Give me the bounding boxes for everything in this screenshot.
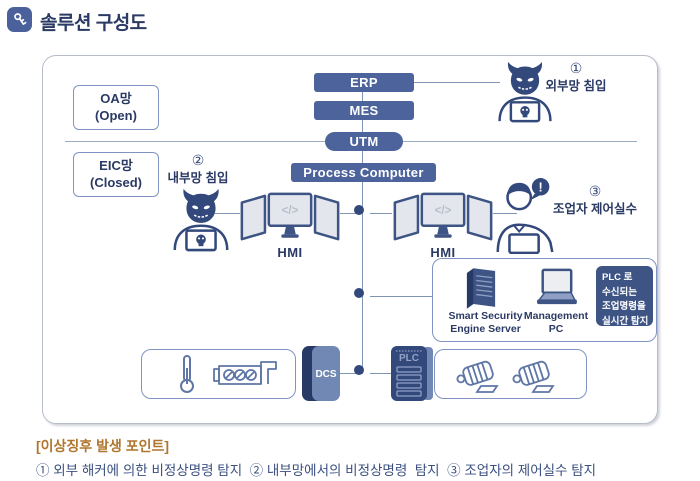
key-icon bbox=[7, 7, 32, 32]
bus-to-security-line bbox=[370, 296, 434, 297]
bus-connector-hmi bbox=[354, 205, 364, 215]
zone-eic-type: (Closed) bbox=[90, 174, 142, 190]
callout-line3: 조업명령을 bbox=[602, 301, 646, 313]
bus-connector-controllers bbox=[354, 365, 364, 375]
motor-icon-2 bbox=[511, 355, 559, 395]
zone-oa-type: (Open) bbox=[95, 107, 137, 123]
plc-detection-callout: PLC 로 수신되는 조업명령을 실시간 탐지 bbox=[596, 266, 653, 328]
zone-oa-name: OA망 bbox=[100, 91, 132, 107]
threat-1-label: ① 외부망 침입 bbox=[521, 59, 631, 95]
hmi-right-icon: </> bbox=[391, 192, 495, 244]
callout-line1: PLC 로 bbox=[602, 272, 633, 283]
hmi-right-label: HMI bbox=[430, 245, 456, 260]
external-hacker-icon bbox=[493, 59, 557, 123]
hacker-to-hmi-line bbox=[215, 213, 240, 214]
threat-3-number: ③ bbox=[588, 183, 602, 199]
motor-icon-1 bbox=[455, 355, 503, 395]
management-pc-icon bbox=[535, 268, 577, 306]
threat-2-label: ② 내부망 침입 bbox=[143, 151, 253, 187]
erp-to-hacker-line bbox=[414, 82, 500, 83]
hmi-left-label: HMI bbox=[277, 245, 303, 260]
process-computer-node: Process Computer bbox=[291, 163, 436, 182]
bus-to-plc-line bbox=[370, 373, 392, 374]
diagram-canvas: OA망 (Open) EIC망 (Closed) ERP MES UTM Pro… bbox=[42, 55, 658, 424]
utm-node: UTM bbox=[325, 132, 403, 151]
callout-line2: 수신되는 bbox=[602, 286, 637, 298]
bus-to-hmi-line bbox=[370, 213, 392, 214]
security-server-label-line1: Smart Security bbox=[448, 310, 523, 322]
callout-line4: 실시간 탐지 bbox=[602, 316, 649, 328]
center-bus-line bbox=[362, 76, 363, 374]
security-server-label: Smart Security Engine Server bbox=[433, 310, 538, 336]
dcs-to-bus-line bbox=[339, 373, 357, 374]
plc-tower-icon: PLC bbox=[390, 344, 434, 402]
threat-3-label: ③ 조업자 제어실수 bbox=[540, 182, 650, 218]
hmi-left-icon: </> bbox=[238, 192, 342, 244]
hmi-to-bus-line bbox=[340, 213, 356, 214]
page-title: 솔루션 구성도 bbox=[40, 13, 147, 34]
threat-2-text: 내부망 침입 bbox=[167, 170, 229, 185]
management-pc-label-line2: PC bbox=[548, 323, 564, 336]
field-sensors-box bbox=[141, 349, 296, 399]
security-server-label-line2: Engine Server bbox=[450, 323, 521, 336]
thermometer-icon bbox=[178, 354, 196, 394]
operator-icon: ! bbox=[490, 176, 562, 254]
bus-connector-security bbox=[354, 288, 364, 298]
threat-1-number: ① bbox=[569, 60, 583, 76]
extruder-machine-icon bbox=[212, 359, 278, 391]
zone-eic: EIC망 (Closed) bbox=[73, 152, 159, 197]
alert-mark: ! bbox=[538, 181, 542, 195]
internal-hacker-icon bbox=[168, 186, 234, 252]
management-pc-label-line1: Management bbox=[523, 310, 589, 322]
mes-node: MES bbox=[314, 101, 414, 120]
zone-oa: OA망 (Open) bbox=[73, 85, 159, 130]
anomaly-points-list: ① 외부 해커에 의한 비정상명령 탐지 ② 내부망에서의 비정상명령 탐지 ③… bbox=[36, 463, 597, 478]
plc-label: PLC bbox=[399, 353, 419, 364]
threat-1-text: 외부망 침입 bbox=[545, 78, 607, 93]
threat-3-text: 조업자 제어실수 bbox=[553, 201, 637, 216]
anomaly-points-heading: [이상징후 발생 포인트] bbox=[36, 438, 170, 454]
dcs-label: DCS bbox=[315, 369, 336, 380]
security-server-icon bbox=[465, 266, 497, 310]
field-motors-box bbox=[434, 349, 587, 399]
security-appliance-box: Smart Security Engine Server Management … bbox=[432, 258, 657, 342]
hmi-to-operator-line bbox=[493, 213, 517, 214]
management-pc-label: Management PC bbox=[516, 310, 596, 336]
code-glyph: </> bbox=[435, 205, 452, 217]
erp-node: ERP bbox=[314, 73, 414, 92]
dcs-tower-icon: DCS bbox=[301, 344, 341, 402]
code-glyph: </> bbox=[282, 205, 299, 217]
threat-2-number: ② bbox=[191, 152, 205, 168]
zone-eic-name: EIC망 bbox=[99, 158, 133, 174]
